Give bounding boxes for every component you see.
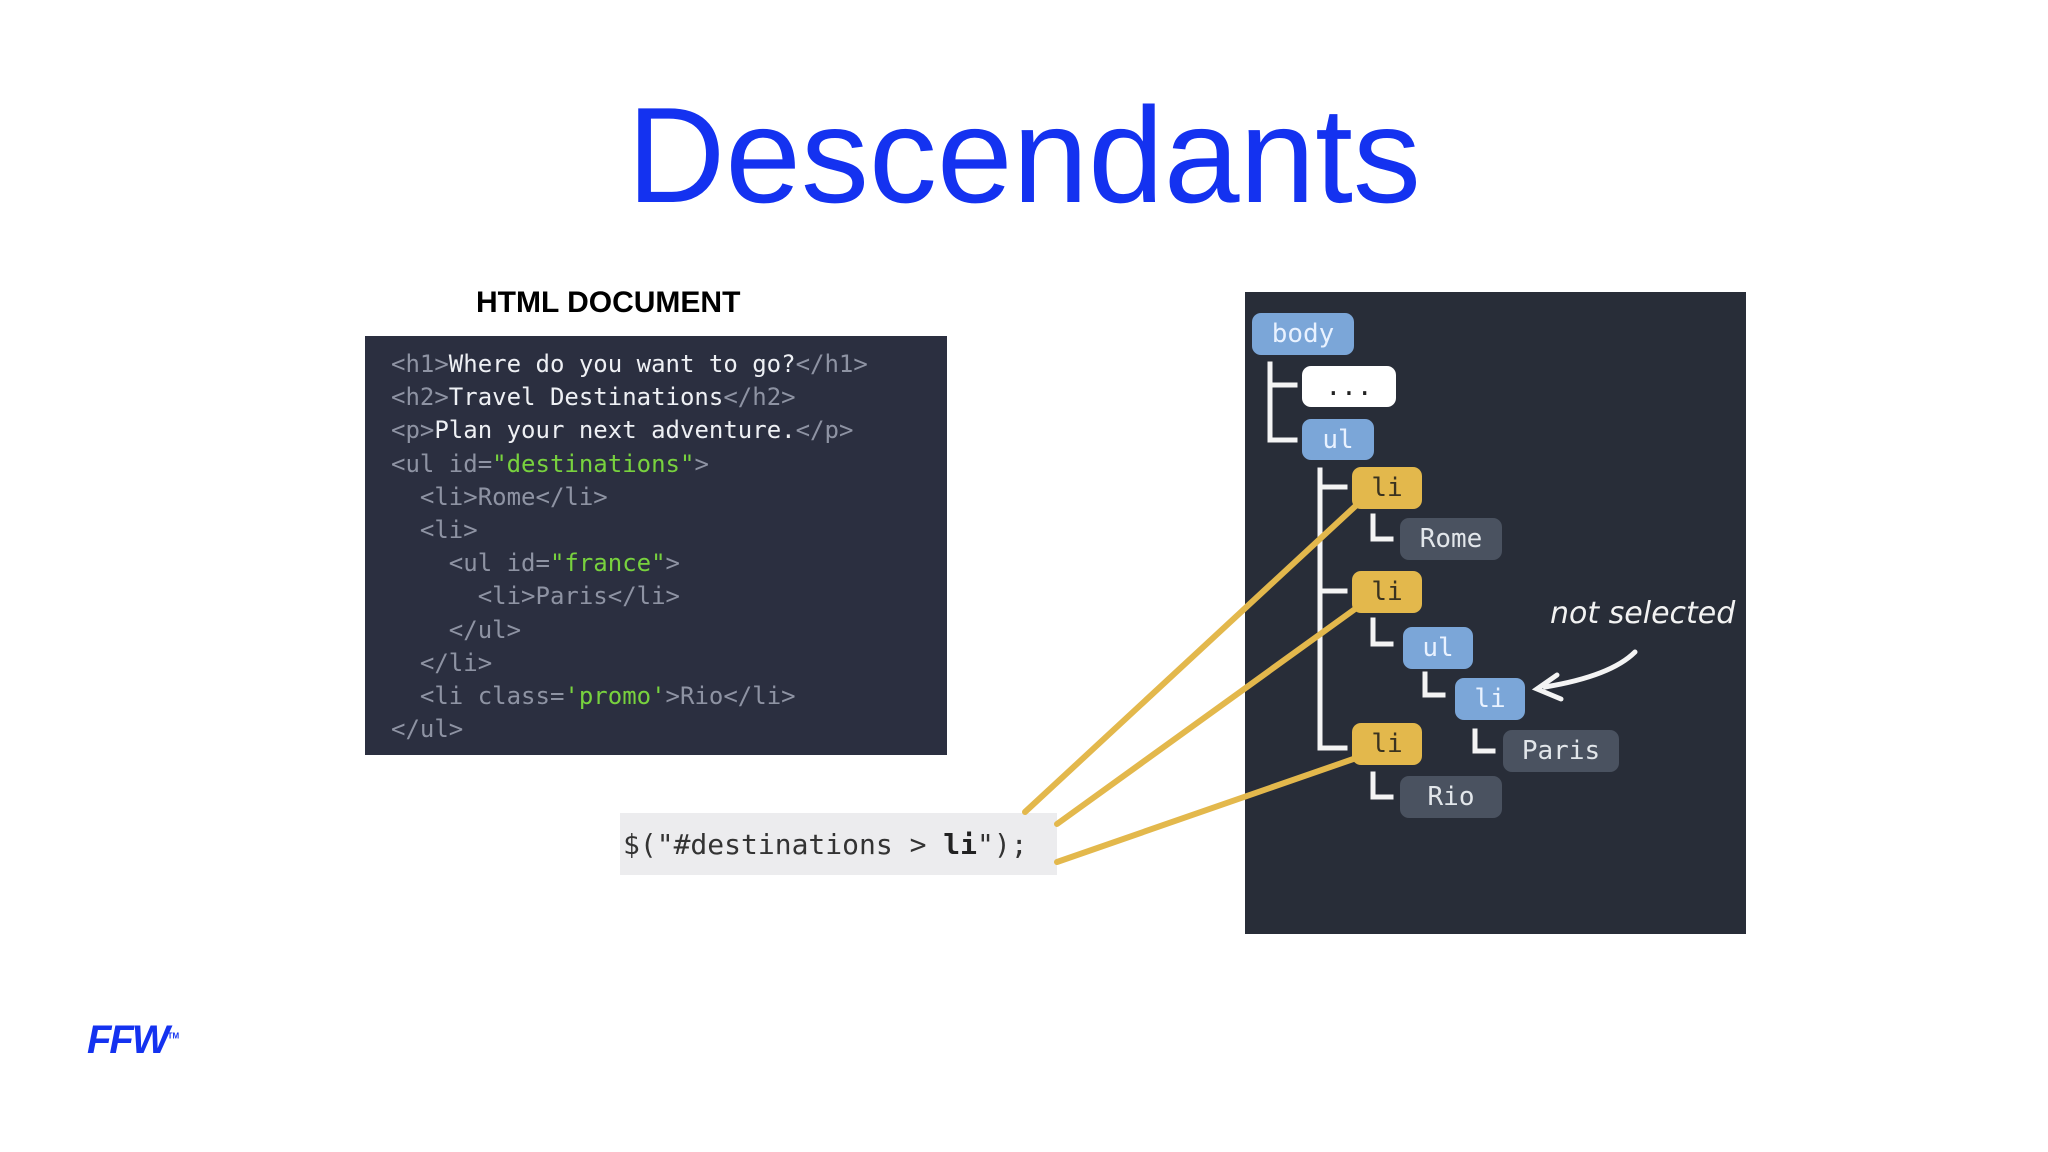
code-token: "destinations"	[492, 449, 695, 478]
tree-node-li-2: li	[1352, 571, 1422, 613]
code-line: </li>	[391, 647, 947, 680]
selector-code: $("#destinations > li");	[620, 813, 1057, 875]
tree-node-li-1: li	[1352, 467, 1422, 509]
code-line: <li class='promo'>Rio</li>	[391, 680, 947, 713]
tree-node-ellipsis: ...	[1302, 366, 1396, 407]
code-line: <li>	[391, 514, 947, 547]
tree-node-li-inner: li	[1455, 678, 1525, 720]
code-line: </ul>	[391, 713, 947, 746]
code-token: </p>	[795, 416, 854, 445]
code-token: </li>	[535, 482, 608, 511]
code-token: </h2>	[723, 383, 796, 412]
code-token: <li>	[391, 582, 536, 611]
code-token: <li class=	[391, 682, 565, 711]
code-line: <li>Rome</li>	[391, 481, 947, 514]
tree-node-li-3: li	[1352, 723, 1422, 765]
logo-text: FFW	[87, 1018, 170, 1062]
code-line: <p>Plan your next adventure.</p>	[391, 414, 947, 447]
page-title: Descendants	[627, 79, 1421, 231]
code-token: <h1>	[391, 350, 449, 378]
logo-tm: TM	[167, 1031, 180, 1041]
code-token: Paris	[535, 582, 608, 611]
not-selected-note: not selected	[1550, 596, 1736, 631]
code-line: <li>Paris</li>	[391, 580, 947, 613]
tree-node-body: body	[1252, 313, 1354, 355]
code-token: <li>	[391, 516, 478, 545]
code-token: <h2>	[391, 383, 449, 412]
code-line: <ul id="destinations">	[391, 448, 947, 481]
code-token: 'promo'	[564, 682, 666, 711]
code-token: <ul id=	[391, 549, 550, 578]
code-token: Travel Destinations	[448, 383, 724, 412]
code-token: </ul>	[391, 715, 464, 744]
code-token: </h1>	[795, 350, 868, 378]
tree-node-paris: Paris	[1503, 730, 1619, 772]
selector-suffix: ");	[977, 827, 1028, 861]
code-token: </ul>	[391, 615, 522, 644]
code-token: Rome	[477, 482, 536, 511]
code-line: <h2>Travel Destinations</h2>	[391, 381, 947, 414]
document-label: HTML DOCUMENT	[476, 286, 741, 319]
code-token: Plan your next adventure.	[434, 416, 796, 445]
tree-node-ul: ul	[1302, 419, 1374, 460]
code-token: "france"	[549, 549, 666, 578]
ffw-logo: FFWTM	[87, 1018, 179, 1063]
code-token: </li>	[607, 582, 680, 611]
tree-node-rome: Rome	[1400, 518, 1502, 560]
code-line: <ul id="france">	[391, 547, 947, 580]
code-token: <p>	[391, 416, 435, 445]
code-token: >	[665, 549, 680, 578]
code-token: >	[694, 449, 709, 478]
code-token: </li>	[391, 648, 493, 677]
selector-prefix: $("#destinations >	[623, 827, 944, 861]
code-line: </ul>	[391, 614, 947, 647]
code-token: Where do you want to go?	[448, 350, 796, 378]
tree-node-ul-inner: ul	[1403, 627, 1473, 669]
code-token: >Rio</li>	[665, 682, 796, 711]
code-token: <li>	[391, 482, 478, 511]
selector-bold: li	[943, 827, 978, 861]
tree-node-rio: Rio	[1400, 776, 1502, 818]
code-token: <ul id=	[391, 449, 493, 478]
code-panel: <h1>Where do you want to go?</h1><h2>Tra…	[365, 336, 947, 755]
code-line: <h1>Where do you want to go?</h1>	[391, 348, 947, 381]
